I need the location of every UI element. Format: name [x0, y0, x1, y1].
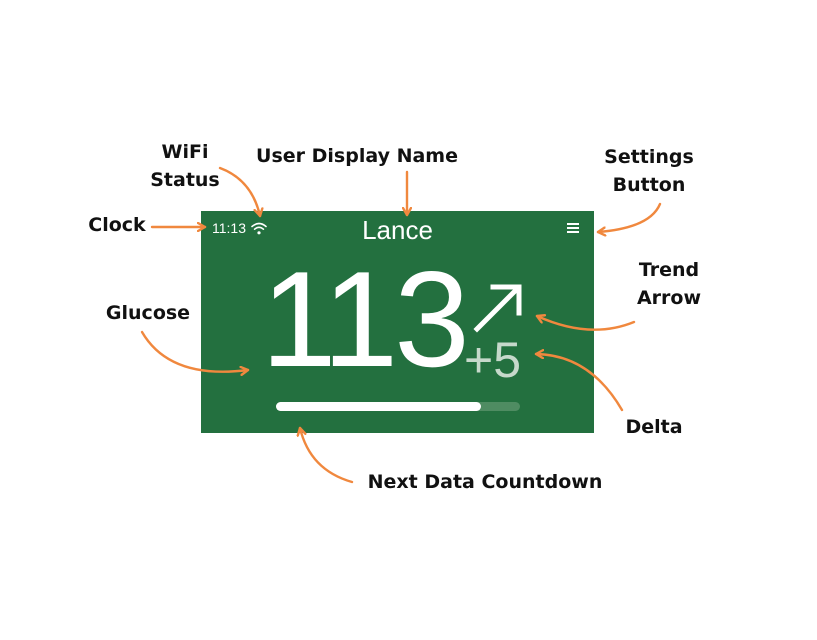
- clock-readout: 11:13: [212, 220, 246, 236]
- arrow-countdown: [300, 426, 354, 484]
- countdown-track: [276, 402, 520, 411]
- label-delta: Delta: [625, 416, 683, 438]
- label-clock: Clock: [88, 214, 146, 236]
- label-glucose: Glucose: [105, 302, 191, 324]
- label-trend-arrow: Trend Arrow: [636, 259, 702, 309]
- countdown-fill: [276, 402, 481, 411]
- delta-value: +5: [464, 332, 522, 388]
- glucose-value: 113: [261, 243, 470, 395]
- menu-icon[interactable]: [567, 223, 579, 235]
- label-settings-button: Settings Button: [604, 146, 694, 196]
- arrow-settings: [596, 202, 662, 232]
- label-wifi-status: WiFi Status: [150, 141, 220, 191]
- device-screen: 11:13 Lance 113 +5: [201, 211, 594, 433]
- label-user-display-name: User Display Name: [256, 145, 458, 167]
- label-next-data-countdown: Next Data Countdown: [367, 471, 603, 493]
- wifi-icon: [251, 222, 267, 235]
- rising-arrow-icon: [473, 284, 522, 333]
- user-display-name: Lance: [362, 215, 433, 245]
